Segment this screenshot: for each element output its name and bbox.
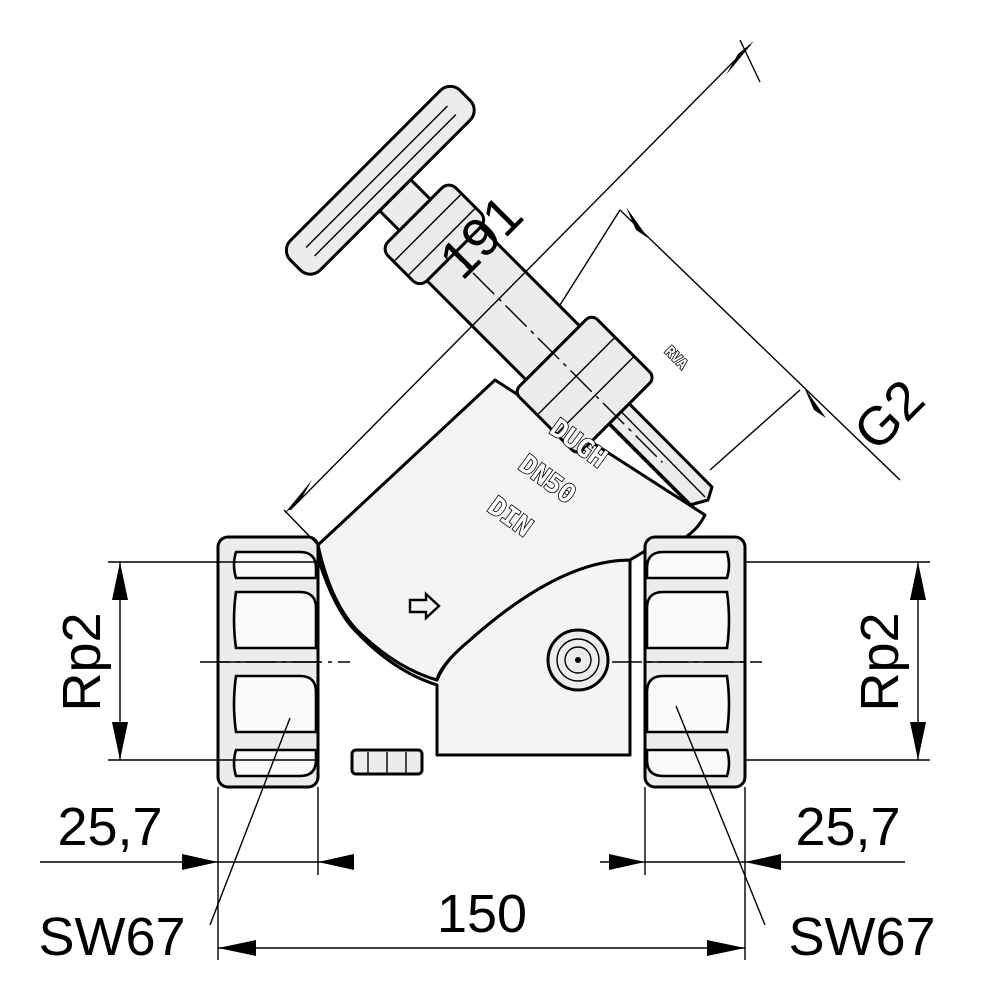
- sw67-right-label: SW67: [788, 907, 935, 967]
- test-port: [546, 628, 610, 692]
- dim-rp2-left-label: Rp2: [52, 612, 112, 711]
- dim-150-label: 150: [437, 884, 527, 944]
- flow-direction-arrow: [408, 591, 441, 621]
- dimension-depth-right: 25,7: [600, 787, 905, 960]
- dimension-depth-left: 25,7: [40, 787, 354, 960]
- dimension-port-right: Rp2: [745, 561, 930, 761]
- dim-rp2-right-label: Rp2: [850, 612, 910, 711]
- dim-25-7-right-label: 25,7: [795, 797, 900, 857]
- wrench-size-left: SW67: [38, 717, 291, 967]
- wrench-size-right: SW67: [675, 705, 936, 967]
- dimension-face-to-face: 150: [218, 884, 745, 956]
- bonnet-label-marking: RVA: [661, 344, 691, 374]
- sw67-left-label: SW67: [38, 907, 185, 967]
- dimension-port-left: Rp2: [52, 561, 318, 761]
- bonnet-assembly: [284, 84, 663, 463]
- drain-plug: [350, 748, 424, 776]
- dim-g2-label: G2: [843, 369, 936, 462]
- dim-25-7-left-label: 25,7: [57, 797, 162, 857]
